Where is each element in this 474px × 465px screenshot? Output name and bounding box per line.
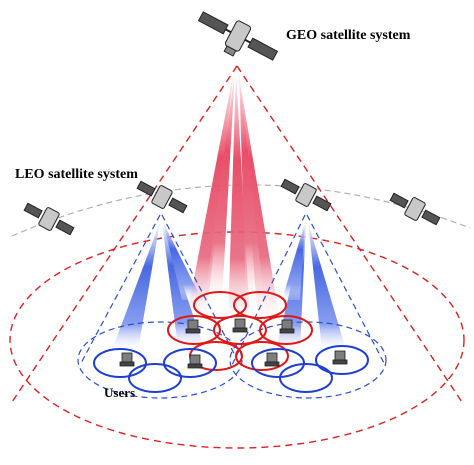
user-terminal-icon — [119, 352, 135, 367]
leo-satellite-icon — [136, 180, 188, 214]
leo-satellite-icon — [23, 202, 75, 236]
user-terminal-icon — [264, 352, 280, 367]
user-terminal-icon — [185, 319, 201, 334]
leo-satellite-icon — [280, 178, 332, 212]
geo-system-label: GEO satellite system — [286, 28, 411, 43]
user-terminal-icon — [232, 318, 248, 333]
user-terminal-icon — [332, 350, 348, 365]
geo-satellite-icon — [197, 11, 279, 61]
user-terminals — [119, 318, 348, 369]
geo-coverage-cone — [9, 65, 465, 449]
leo-system-label: LEO satellite system — [15, 167, 138, 182]
geo-spot-cells — [167, 291, 313, 371]
user-terminal-icon — [279, 319, 295, 334]
users-label: Users — [104, 385, 136, 400]
user-terminal-icon — [187, 354, 203, 369]
geo-beams — [186, 70, 280, 322]
leo-satellite-icon — [389, 192, 441, 226]
leo-spot-cells — [93, 345, 369, 393]
